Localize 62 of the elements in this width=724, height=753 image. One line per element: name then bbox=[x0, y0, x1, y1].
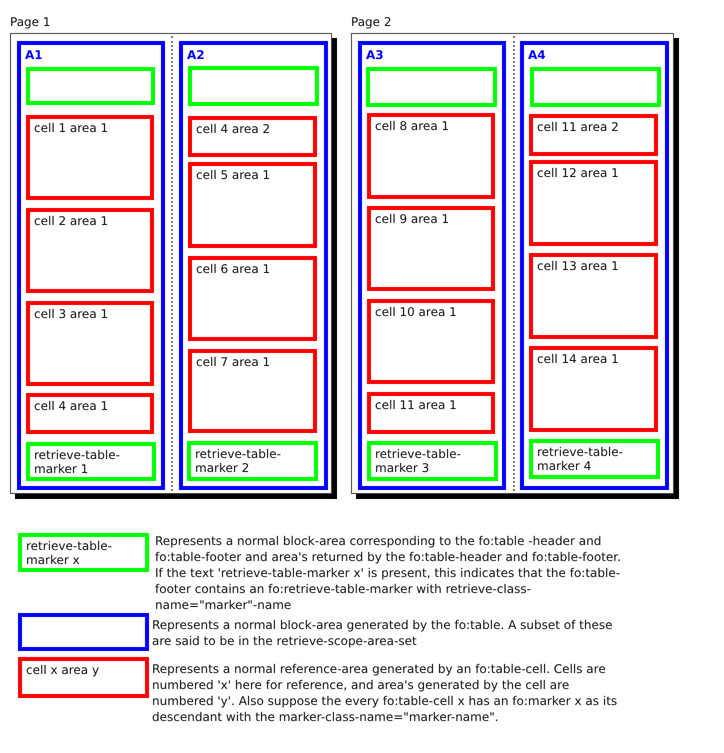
reference-area-box bbox=[529, 253, 658, 339]
area-label: cell 6 area 1 bbox=[196, 262, 272, 276]
marker-area-box bbox=[18, 533, 149, 572]
legend-description: Represents a normal reference-area generated by an fo:table-cell. Cells are numbered 'x' here for reference, and area's generated by the cell are numbered 'y'. Also suppose the every fo:table-cell x has an fo:marker x as its descendant with the marker-class-name="marker-name". bbox=[152, 661, 618, 725]
area-label: retrieve-table-marker 4 bbox=[537, 445, 624, 473]
marker-area-box bbox=[366, 67, 497, 107]
area-label: cell 14 area 1 bbox=[537, 352, 620, 366]
marker-area-box bbox=[529, 439, 660, 479]
reference-area-box bbox=[367, 299, 495, 384]
block-area-box bbox=[358, 41, 506, 490]
reference-area-box bbox=[367, 206, 495, 291]
area-label: cell x area y bbox=[26, 663, 100, 677]
reference-area-box bbox=[26, 115, 154, 200]
reference-area-box bbox=[26, 393, 154, 434]
area-heading: A2 bbox=[187, 48, 205, 62]
area-label: cell 9 area 1 bbox=[375, 212, 450, 226]
block-area-box bbox=[179, 41, 328, 490]
marker-area-box bbox=[26, 442, 156, 481]
marker-area-box bbox=[188, 66, 319, 106]
area-heading: A4 bbox=[528, 48, 546, 62]
page-label: Page 2 bbox=[351, 15, 392, 29]
area-label: cell 11 area 1 bbox=[375, 398, 458, 412]
reference-area-box bbox=[188, 349, 317, 433]
area-label: retrieve-table-marker 1 bbox=[34, 448, 121, 476]
area-label: cell 11 area 2 bbox=[537, 120, 620, 134]
area-label: cell 7 area 1 bbox=[196, 355, 272, 369]
area-label: cell 4 area 2 bbox=[196, 122, 272, 136]
reference-area-box bbox=[529, 114, 658, 156]
area-label: cell 13 area 1 bbox=[537, 259, 620, 273]
reference-area-box bbox=[188, 162, 317, 248]
marker-area-box bbox=[367, 441, 498, 481]
reference-area-box bbox=[18, 657, 149, 698]
area-heading: A3 bbox=[366, 48, 384, 62]
area-label: cell 12 area 1 bbox=[537, 166, 620, 180]
legend-description: Represents a normal block-area corresponding to the fo:table -header and fo:table-footer and area's returned by the fo:table-header and fo:table-footer. If the text 'retrieve-table-marker x' is present, this indicates that the fo:table-footer contains an fo:retrieve-table-marker with retrieve-class-name="marker"-name bbox=[155, 533, 622, 613]
marker-area-box bbox=[187, 441, 318, 481]
area-label: cell 2 area 1 bbox=[34, 214, 110, 228]
block-area-box bbox=[520, 41, 669, 490]
area-label: cell 4 area 1 bbox=[34, 399, 110, 413]
block-area-box bbox=[18, 613, 149, 651]
reference-area-box bbox=[367, 113, 495, 199]
reference-area-box bbox=[367, 392, 495, 434]
area-label: retrieve-table-marker x bbox=[26, 539, 113, 567]
marker-area-box bbox=[530, 67, 661, 107]
area-label: cell 8 area 1 bbox=[375, 119, 450, 133]
area-label: cell 5 area 1 bbox=[196, 168, 272, 182]
reference-area-box bbox=[26, 301, 154, 386]
reference-area-box bbox=[529, 346, 658, 432]
reference-area-box bbox=[188, 256, 317, 341]
legend-description: Represents a normal block-area generated by the fo:table. A subset of these are said to be in the retrieve-scope-area-set bbox=[152, 617, 614, 649]
block-area-box bbox=[17, 41, 165, 490]
marker-area-box bbox=[26, 67, 155, 105]
area-label: retrieve-table-marker 3 bbox=[375, 447, 462, 475]
page-label: Page 1 bbox=[10, 15, 50, 29]
area-label: retrieve-table-marker 2 bbox=[195, 447, 282, 475]
area-label: cell 10 area 1 bbox=[375, 305, 458, 319]
reference-area-box bbox=[529, 160, 658, 246]
reference-area-box bbox=[26, 208, 154, 293]
area-heading: A1 bbox=[25, 48, 43, 62]
area-label: cell 3 area 1 bbox=[34, 307, 110, 321]
reference-area-box bbox=[188, 116, 317, 157]
area-label: cell 1 area 1 bbox=[34, 121, 110, 135]
